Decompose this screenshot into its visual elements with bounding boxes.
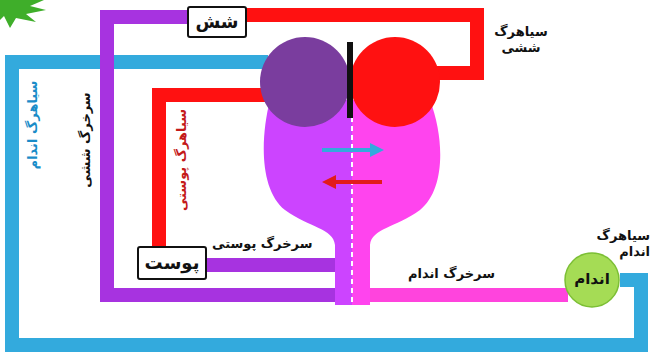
- corner-decoration: [0, 0, 46, 28]
- organ-box: پوست: [137, 246, 208, 280]
- cutaneous-artery: [205, 258, 340, 272]
- organ-circle-fill: [565, 253, 619, 307]
- right-atrium: [260, 37, 350, 127]
- vessel-label: سیاهرگ اندام: [590, 228, 650, 261]
- vessel-label: سیاهرگ اندام: [25, 81, 41, 170]
- organ-circle: اندام: [564, 252, 620, 308]
- arrow-shaft: [322, 148, 372, 152]
- ventricle-left-half: [264, 100, 352, 305]
- organ-name: اندام: [574, 271, 610, 288]
- arrow-head: [322, 175, 336, 189]
- red-flow-arrow: [322, 175, 382, 189]
- arrow-head: [370, 143, 384, 157]
- vessel-label: سیاهرگ پوستی: [174, 109, 190, 211]
- cutaneous-vein: [159, 95, 268, 247]
- organ-box: شش: [187, 6, 246, 38]
- vessel-label: سرخرگ اندام: [408, 266, 495, 282]
- systemic-artery: [365, 288, 568, 302]
- blue-flow-arrow: [322, 143, 384, 157]
- organ-name: شش: [195, 12, 238, 33]
- vessel-label: سیاهرگ ششی: [490, 24, 552, 57]
- arrow-shaft: [334, 180, 382, 184]
- mixing-line: [351, 108, 353, 305]
- vessel-label: سرخرگ ششی: [78, 92, 94, 187]
- atrial-septum: [347, 42, 353, 118]
- left-atrium: [350, 37, 440, 127]
- organ-name: پوست: [145, 253, 200, 274]
- vessel-label: سرخرگ پوستی: [212, 236, 312, 252]
